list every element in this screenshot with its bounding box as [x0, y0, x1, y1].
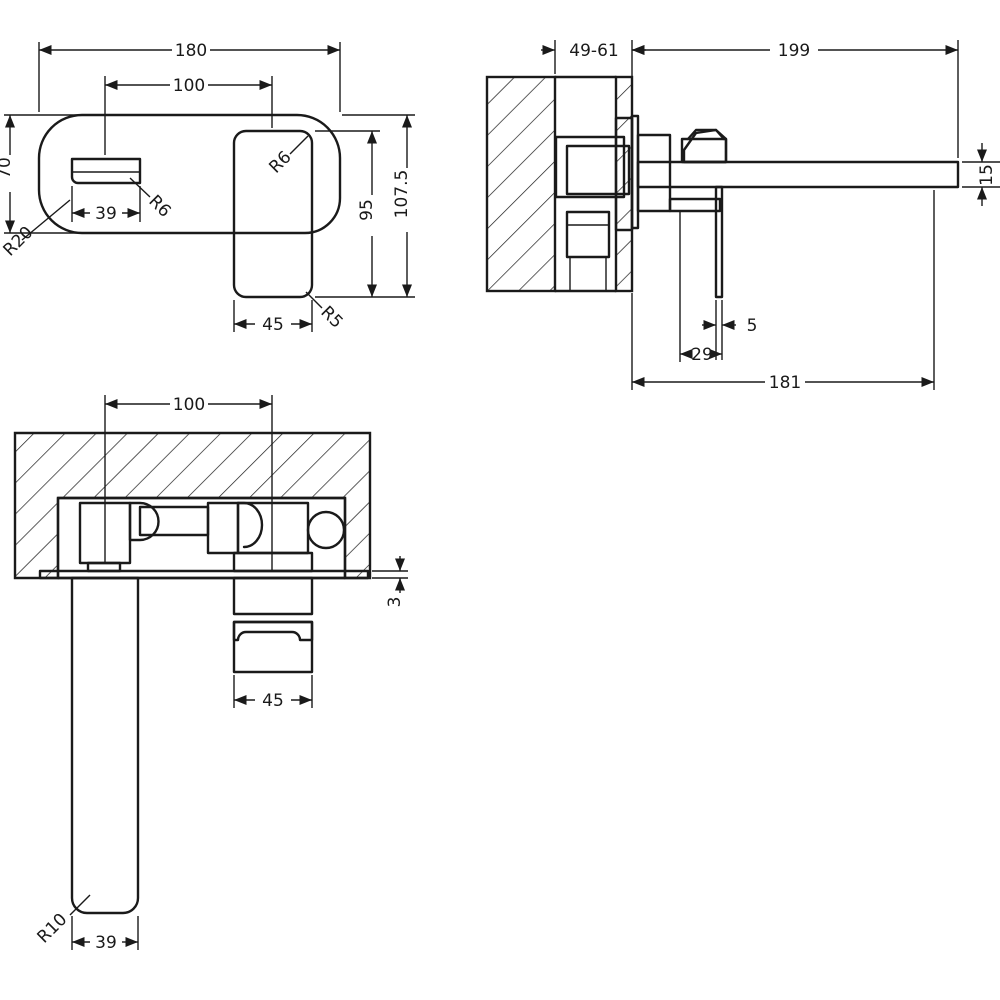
dim-projection-total: 199: [778, 41, 810, 61]
dim-lever-thickness: 5: [747, 316, 758, 336]
lever-top: [232, 620, 314, 674]
lever-hub-top: [232, 576, 314, 616]
dim-centers-front: 100: [173, 76, 205, 96]
dim-plate-thickness: 3: [385, 597, 405, 608]
backplate-outline: [37, 113, 342, 235]
lever-front: [232, 129, 314, 299]
dim-width-overall: 180: [175, 41, 207, 61]
backplate-top: [38, 569, 370, 580]
concealed-body: [554, 135, 626, 199]
dim-height-lever: 95: [357, 199, 377, 221]
dim-lever-width-front: 45: [262, 315, 284, 335]
dim-lever-width-top: 45: [262, 691, 284, 711]
side-view: 49-61 199 15 5 29 181: [485, 40, 1000, 393]
top-view: 100 3 45 39 R10: [13, 395, 408, 953]
dim-spout-height: 15: [977, 164, 997, 186]
dim-height-total: 107.5: [392, 170, 412, 219]
dim-projection-from-wall: 181: [769, 373, 801, 393]
spout-outlet: [70, 157, 142, 185]
radius-spout-top: R10: [34, 910, 72, 948]
spout-top: [70, 576, 140, 915]
radius-backplate: R20: [0, 223, 37, 261]
radius-lever-top: R6: [265, 147, 295, 177]
front-view: 180 100 70 95 107.5 39 45: [0, 41, 415, 335]
wall-section: [485, 75, 557, 293]
dim-wall-depth: 49-61: [569, 41, 618, 61]
spout-side: [636, 160, 960, 189]
wall-section-top: [13, 431, 372, 580]
dim-spout-width-front: 39: [95, 204, 117, 224]
dim-height-plate: 70: [0, 157, 15, 179]
dim-lever-offset: 29: [691, 345, 713, 365]
dim-centers-top: 100: [173, 395, 205, 415]
dim-spout-width-top: 39: [95, 933, 117, 953]
